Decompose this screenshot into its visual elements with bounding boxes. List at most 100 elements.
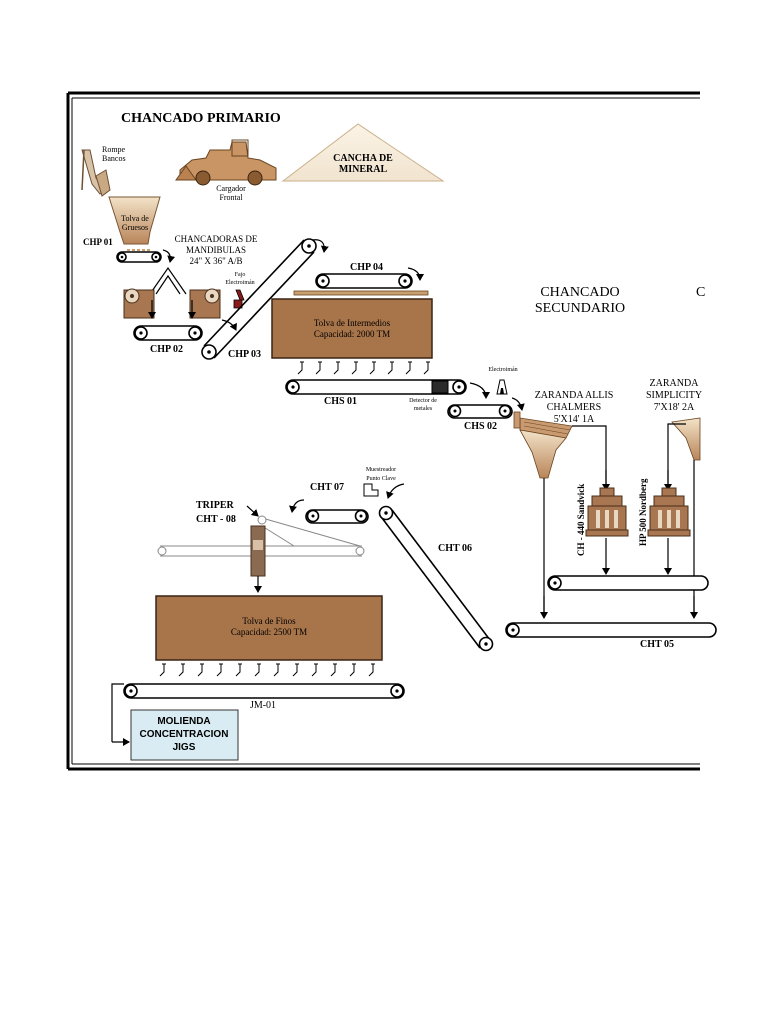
triper-conveyor [157, 515, 365, 577]
split-chute [149, 266, 187, 295]
bin-outlet-chute [368, 663, 375, 677]
tolva-gruesos-label-2: Gruesos [122, 223, 148, 232]
sampler-arrow [386, 483, 405, 499]
chs01-label: CHS 01 [324, 396, 357, 407]
molienda-box [130, 709, 239, 761]
bin-outlet-chute [235, 663, 242, 677]
zaranda-allis-label-3: 5'X14' 1A [554, 414, 595, 425]
tolva-finos-outlets [159, 663, 375, 677]
electromagnet-2-icon [496, 379, 508, 395]
cht05-label: CHT 05 [640, 639, 674, 650]
bin-outlet-chute [273, 663, 280, 677]
title-chancado-secundario-line2: SECUNDARIO [535, 301, 625, 316]
bin-outlet-chute [254, 663, 261, 677]
bin-outlet-chute [178, 663, 185, 677]
tolva-intermedios-label-1: Tolva de Intermedios [314, 318, 391, 328]
cht06-label: CHT 06 [438, 543, 472, 554]
cargador-label-1: Cargador [216, 184, 246, 193]
bin-outlet-chute [297, 361, 304, 375]
chs02-label: CHS 02 [464, 421, 497, 432]
muestreador-label-1: Muestreador [366, 467, 396, 473]
bin-outlet-chute [349, 663, 356, 677]
electromagnet-1-icon [233, 289, 245, 309]
simplicity-oversize-line [667, 423, 686, 488]
chp04-direction-arrow [407, 267, 424, 281]
conveyor-chp04 [315, 273, 413, 289]
cancha-label-2: MINERAL [339, 164, 388, 175]
tolva-intermedios-outlets [297, 361, 430, 375]
molienda-label-1: MOLIENDA [157, 716, 210, 727]
rompe-bancos-label-2: Bancos [102, 154, 126, 163]
chancadoras-label-1: CHANCADORAS DE [175, 234, 258, 244]
zaranda-allis-screen-icon [513, 411, 573, 479]
bin-outlet-chute [216, 663, 223, 677]
zaranda-simplicity-label-2: SIMPLICITY [646, 390, 702, 401]
tolva-gruesos-hopper [108, 196, 161, 245]
chp01-discharge-arrow [162, 249, 176, 263]
detector-label-2: metales [414, 406, 433, 412]
chancadoras-label-3: 24" X 36" A/B [189, 256, 242, 266]
ore-stockpile [281, 123, 445, 182]
sampler-icon [363, 483, 379, 497]
bin-outlet-chute [369, 361, 376, 375]
electroiman-label: Electroimán [488, 367, 517, 373]
tolva-gruesos-label-1: Tolva de [121, 214, 149, 223]
title-cut-letter: C [696, 285, 705, 300]
zaranda-simplicity-label-3: 7'X18' 2A [654, 402, 695, 413]
sandvick-label: CH - 440 Sandvick [576, 484, 586, 556]
tolva-finos-bin [155, 595, 383, 661]
bin-outlet-chute [333, 361, 340, 375]
front-loader-icon [175, 139, 277, 186]
cht07-discharge-arrow [289, 499, 305, 513]
tolva-finos-label-2: Capacidad: 2500 TM [231, 627, 307, 637]
triper-pointer-arrow [246, 505, 259, 517]
bin-outlet-chute [292, 663, 299, 677]
jaw-crusher-a-icon [123, 288, 155, 319]
cht07-label: CHT 07 [310, 482, 344, 493]
bin-outlet-chute [315, 361, 322, 375]
conveyor-chs01 [285, 379, 467, 395]
rompe-bancos-label-1: Rompe [102, 145, 126, 154]
chp03-label: CHP 03 [228, 349, 261, 360]
chp01-label: CHP 01 [83, 237, 113, 247]
title-chancado-secundario-line1: CHANCADO [540, 285, 619, 300]
bin-outlet-chute [405, 361, 412, 375]
bin-outlet-chute [351, 361, 358, 375]
chs01-discharge-arrow [469, 382, 490, 399]
chp02-label: CHP 02 [150, 344, 183, 355]
bin-outlet-chute [387, 361, 394, 375]
zaranda-allis-label-2: CHALMERS [547, 402, 601, 413]
detector-label-1: Detector de [409, 398, 437, 404]
zaranda-simplicity-label-1: ZARANDA [650, 378, 700, 389]
cone-crusher-sandvick-icon [585, 487, 629, 537]
chs02-discharge-arrow [511, 397, 525, 411]
jm01-label: JM-01 [250, 700, 276, 711]
tolva-intermedios-label-2: Capacidad: 2000 TM [314, 329, 390, 339]
triper-label-2: CHT - 08 [196, 514, 236, 525]
chp02-transfer-arrow [221, 319, 237, 331]
jaw-crusher-b-icon [189, 288, 221, 319]
tolva-finos-label-1: Tolva de Finos [242, 616, 296, 626]
split-chute-inner [155, 274, 181, 295]
cargador-label-2: Frontal [219, 193, 243, 202]
bin-outlet-chute [423, 361, 430, 375]
conveyor-chp02 [133, 325, 203, 341]
fajo-label-2: Electroimán [225, 280, 254, 286]
conveyor-cht07 [305, 509, 369, 524]
conveyor-cht06 [378, 505, 494, 652]
conveyor-jm01 [123, 683, 405, 699]
bin-outlet-chute [330, 663, 337, 677]
nordberg-label: HP 500 Nordberg [638, 478, 648, 546]
conveyor-chp03 [201, 238, 317, 360]
zaranda-allis-label-1: ZARANDA ALLIS [535, 390, 614, 401]
rompe-bancos-icon [81, 149, 111, 197]
diagram-frame [66, 91, 700, 771]
metal-detector-icon [431, 380, 449, 394]
fajo-label-1: Fajo [235, 272, 246, 278]
conveyor-chp01 [116, 249, 162, 263]
molienda-label-3: JIGS [173, 742, 196, 753]
bin-outlet-chute [311, 663, 318, 677]
electromagnet-2-core [500, 388, 504, 394]
bin-outlet-chute [197, 663, 204, 677]
